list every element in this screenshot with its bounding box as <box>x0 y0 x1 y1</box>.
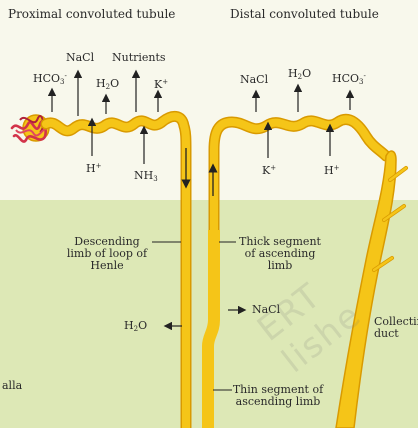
descending-limb-label: Descending limb of loop of Henle <box>66 235 148 272</box>
collecting-duct <box>335 150 408 428</box>
thick-segment-label: Thick segment of ascending limb <box>239 235 321 272</box>
medulla-label: alla <box>2 379 23 392</box>
loop-nacl-label: NaCl <box>252 303 281 316</box>
distal-arrows <box>251 83 355 158</box>
proximal-h-label: H+ <box>86 162 102 175</box>
collecting-duct-label: Collecting duct <box>374 315 418 340</box>
proximal-h2o-label: H2O <box>96 77 120 92</box>
proximal-arrows <box>47 69 163 164</box>
distal-k-label: K+ <box>262 164 277 177</box>
distal-nacl-label: NaCl <box>240 73 269 86</box>
distal-hco3-label: HCO3- <box>332 72 366 86</box>
distal-h-label: H+ <box>324 164 340 177</box>
loop-arrows <box>152 241 247 391</box>
distal-h2o-label: H2O <box>288 67 312 82</box>
proximal-k-label: K+ <box>154 78 169 91</box>
distal-title: Distal convoluted tubule <box>230 7 379 21</box>
proximal-title: Proximal convoluted tubule <box>8 7 176 21</box>
proximal-hco3-label: HCO3- <box>33 72 67 86</box>
thin-segment-label: Thin segment of ascending limb <box>232 383 324 408</box>
proximal-nacl-label: NaCl <box>66 51 95 64</box>
proximal-nutrients-label: Nutrients <box>112 51 166 64</box>
proximal-nh3-label: NH3 <box>134 169 158 184</box>
distal-tubule <box>202 113 392 428</box>
loop-h2o-label: H2O <box>124 319 148 334</box>
proximal-tubule <box>40 111 192 428</box>
